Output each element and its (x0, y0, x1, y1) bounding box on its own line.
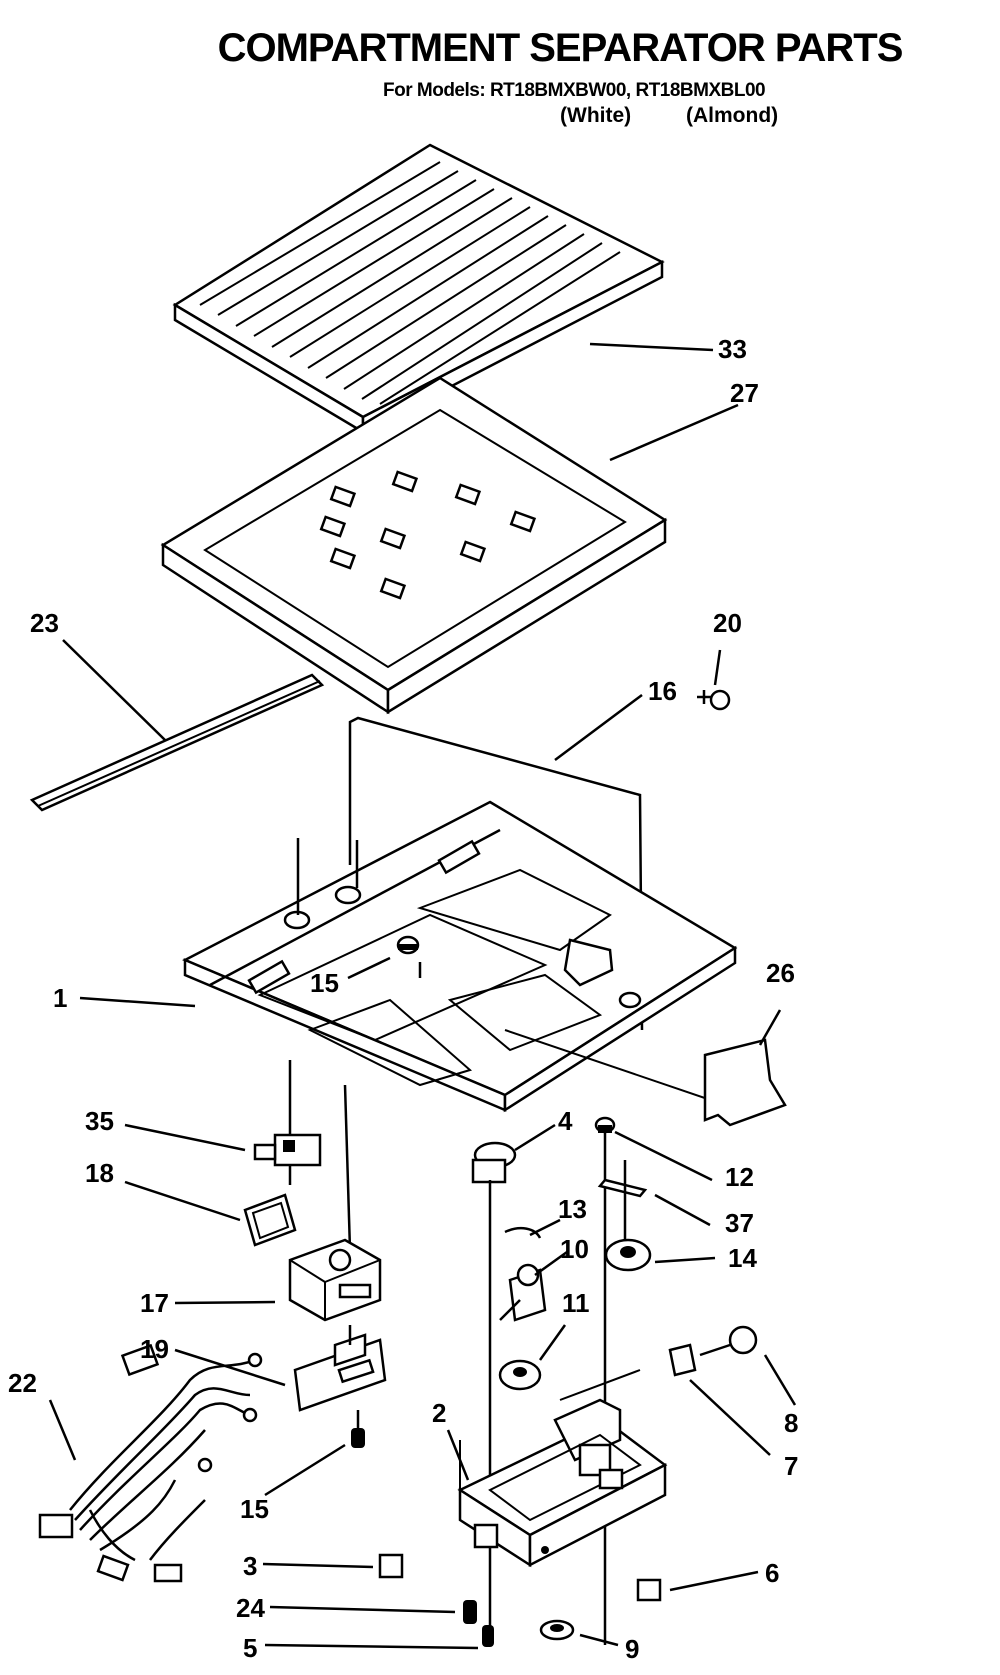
callout-3: 3 (243, 1551, 257, 1581)
leader-lines (48, 342, 797, 1650)
callout-8: 8 (784, 1408, 798, 1438)
shelf-grille-drawing (172, 143, 665, 435)
callout-12: 12 (725, 1162, 754, 1192)
switch-bracket-drawing (293, 1325, 387, 1412)
callout-14: 14 (728, 1243, 757, 1273)
trim-strip-drawing (29, 673, 325, 812)
connector-drawing (636, 1578, 662, 1602)
wire-harness-drawing (38, 1343, 263, 1583)
bulb-drawing (699, 1325, 758, 1357)
diagram-title: COMPARTMENT SEPARATOR PARTS (217, 26, 904, 70)
separator-panel-drawing (182, 800, 741, 1113)
callout-18: 18 (85, 1158, 114, 1188)
callout-19: 19 (140, 1334, 169, 1364)
callout-6: 6 (765, 1558, 779, 1588)
callout-11: 11 (562, 1288, 590, 1318)
lens-drawing (243, 1193, 297, 1247)
light-housing-drawing (288, 1238, 382, 1322)
color-white-label: (White) (560, 104, 632, 127)
callout-15-upper: 15 (310, 968, 339, 998)
separator-frame-drawing (160, 376, 668, 715)
callout-7: 7 (784, 1451, 798, 1481)
retainer-drawing (597, 1178, 648, 1198)
callout-24: 24 (236, 1593, 265, 1623)
callout-4: 4 (558, 1106, 573, 1136)
bulb-socket-drawing (668, 1343, 697, 1377)
color-almond-label: (Almond) (686, 104, 779, 127)
callout-1: 1 (53, 983, 67, 1013)
heater-wire-drawing (348, 716, 644, 1031)
screw-lower-drawing (351, 1410, 365, 1448)
callout-23: 23 (30, 608, 59, 638)
callout-labels: 33 27 23 20 16 1 15 26 35 4 12 18 13 37 … (8, 334, 798, 1664)
duct-cover-drawing (703, 1038, 787, 1127)
callout-37: 37 (725, 1208, 754, 1238)
callout-15-lower: 15 (240, 1494, 269, 1524)
callout-10: 10 (560, 1234, 589, 1264)
callout-22: 22 (8, 1368, 37, 1398)
callout-26: 26 (766, 958, 795, 988)
clip-drawing (697, 689, 731, 711)
screw-5-drawing (482, 1625, 494, 1647)
screw-top-drawing (594, 1116, 616, 1645)
screw-24-drawing (463, 1600, 477, 1624)
thermostat-drawing (499, 1263, 547, 1322)
control-housing-drawing (457, 1369, 668, 1568)
switch-drawing (378, 1553, 404, 1579)
callout-9: 9 (625, 1634, 639, 1664)
control-knob-drawing (471, 1141, 517, 1640)
callout-27: 27 (730, 378, 759, 408)
knob-right-drawing (604, 1160, 652, 1272)
callout-16: 16 (648, 676, 677, 706)
screw-upper-drawing (396, 935, 420, 955)
spring-drawing (504, 1226, 542, 1239)
callout-20: 20 (713, 608, 742, 638)
damper-drawing (539, 1619, 575, 1641)
callout-13: 13 (558, 1194, 587, 1224)
knob-left-drawing (498, 1359, 542, 1391)
callout-5: 5 (243, 1633, 257, 1663)
callout-2: 2 (432, 1398, 446, 1428)
callout-33: 33 (718, 334, 747, 364)
callout-35: 35 (85, 1106, 114, 1136)
callout-17: 17 (140, 1288, 169, 1318)
light-socket-drawing (253, 1133, 322, 1185)
models-line: For Models: RT18BMXBW00, RT18BMXBL00 (383, 80, 766, 101)
